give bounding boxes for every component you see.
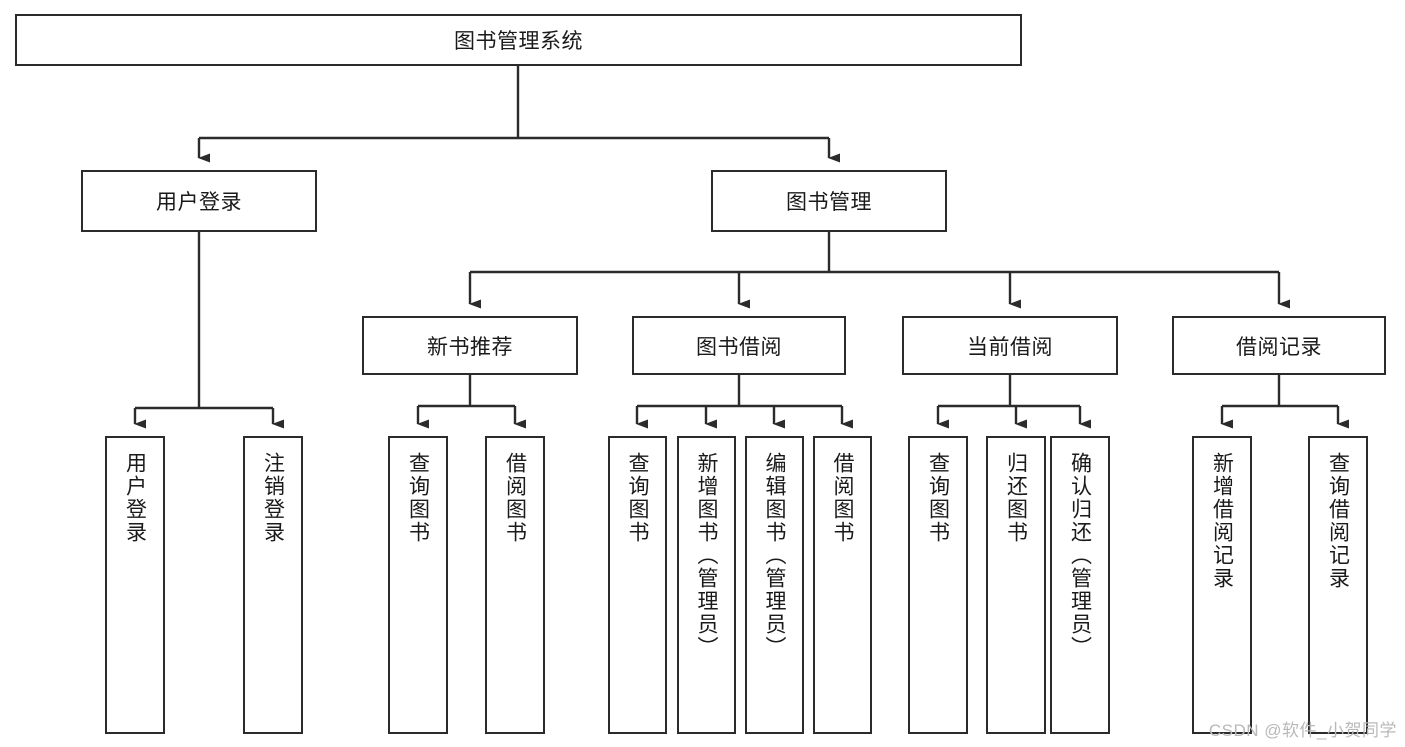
level2-node-label: 用户登录 (156, 191, 242, 214)
level3-node-2[interactable]: 当前借阅 (902, 316, 1118, 375)
leaf-node-4[interactable]: 查询图书 (608, 436, 667, 734)
leaf-node-0[interactable]: 用户登录 (105, 436, 165, 734)
leaf-node-label: 查询图书 (926, 452, 950, 544)
leaf-node-10[interactable]: 确认归还（管理员） (1050, 436, 1110, 734)
leaf-node-7[interactable]: 借阅图书 (813, 436, 872, 734)
leaf-node-2[interactable]: 查询图书 (388, 436, 448, 734)
level3-node-0[interactable]: 新书推荐 (362, 316, 578, 375)
leaf-node-3[interactable]: 借阅图书 (485, 436, 545, 734)
level2-node-1[interactable]: 图书管理 (711, 170, 947, 232)
level2-node-0[interactable]: 用户登录 (81, 170, 317, 232)
leaf-node-label: 编辑图书（管理员） (763, 452, 786, 659)
level3-node-label: 借阅记录 (1236, 335, 1322, 359)
leaf-node-1[interactable]: 注销登录 (243, 436, 303, 734)
leaf-node-label: 确认归还（管理员） (1068, 452, 1092, 659)
watermark-text: CSDN @软件_小贺同学 (1208, 721, 1397, 740)
level2-node-label: 图书管理 (786, 191, 872, 214)
level3-node-1[interactable]: 图书借阅 (632, 316, 846, 375)
leaf-node-label: 借阅图书 (503, 452, 527, 544)
leaf-node-label: 借阅图书 (831, 452, 854, 544)
leaf-node-label: 查询图书 (626, 452, 649, 544)
leaf-node-11[interactable]: 新增借阅记录 (1192, 436, 1252, 734)
level3-node-label: 图书借阅 (696, 335, 782, 359)
leaf-node-label: 归还图书 (1004, 452, 1028, 544)
root-node-label: 图书管理系统 (454, 30, 583, 53)
level3-node-3[interactable]: 借阅记录 (1172, 316, 1386, 375)
leaf-node-label: 新增借阅记录 (1210, 452, 1234, 590)
root-node-0[interactable]: 图书管理系统 (15, 14, 1022, 66)
leaf-node-9[interactable]: 归还图书 (986, 436, 1046, 734)
leaf-node-label: 查询图书 (406, 452, 430, 544)
leaf-node-label: 查询借阅记录 (1326, 452, 1350, 590)
leaf-node-5[interactable]: 新增图书（管理员） (677, 436, 736, 734)
leaf-node-8[interactable]: 查询图书 (908, 436, 968, 734)
leaf-node-label: 注销登录 (261, 452, 285, 544)
level3-node-label: 新书推荐 (427, 335, 513, 359)
leaf-node-label: 用户登录 (123, 452, 147, 544)
level3-node-label: 当前借阅 (967, 335, 1053, 359)
leaf-node-label: 新增图书（管理员） (695, 452, 718, 659)
leaf-node-12[interactable]: 查询借阅记录 (1308, 436, 1368, 734)
leaf-node-6[interactable]: 编辑图书（管理员） (745, 436, 804, 734)
